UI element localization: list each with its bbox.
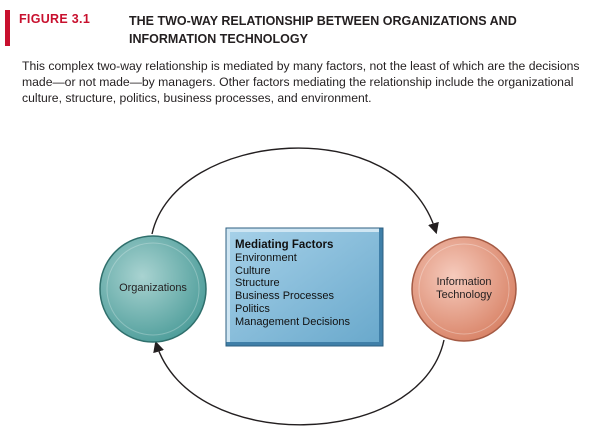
arrow-org-to-tech (151, 147, 439, 235)
figure-title: THE TWO-WAY RELATIONSHIP BETWEEN ORGANIZ… (129, 14, 517, 46)
organizations-circle (99, 235, 207, 343)
factor-item: Management Decisions (235, 315, 350, 328)
figure-header: FIGURE 3.1 THE TWO-WAY RELATIONSHIP BETW… (5, 8, 585, 52)
factor-item: Structure (235, 277, 280, 290)
figure-accent-bar (5, 10, 10, 46)
factor-item: Culture (235, 264, 271, 277)
technology-label: Information Technology (414, 276, 514, 302)
technology-label-line2: Technology (436, 289, 492, 301)
technology-circle (411, 236, 517, 342)
factor-item: Environment (235, 251, 297, 264)
factor-item: Politics (235, 302, 270, 315)
mediating-factors-title: Mediating Factors (235, 239, 334, 251)
factor-item: Business Processes (235, 290, 335, 303)
mediating-factors-box: Mediating Factors Environment Culture St… (226, 228, 383, 346)
figure-caption: This complex two-way relationship is med… (22, 59, 580, 105)
mediating-factors-list: Mediating Factors Environment Culture St… (235, 239, 385, 329)
arrow-tech-to-org (153, 339, 445, 426)
mediating-factors-box-shape (225, 227, 384, 347)
technology-label-line1: Information (436, 276, 492, 288)
figure-label: FIGURE 3.1 (19, 12, 91, 26)
organizations-label: Organizations (119, 282, 187, 294)
